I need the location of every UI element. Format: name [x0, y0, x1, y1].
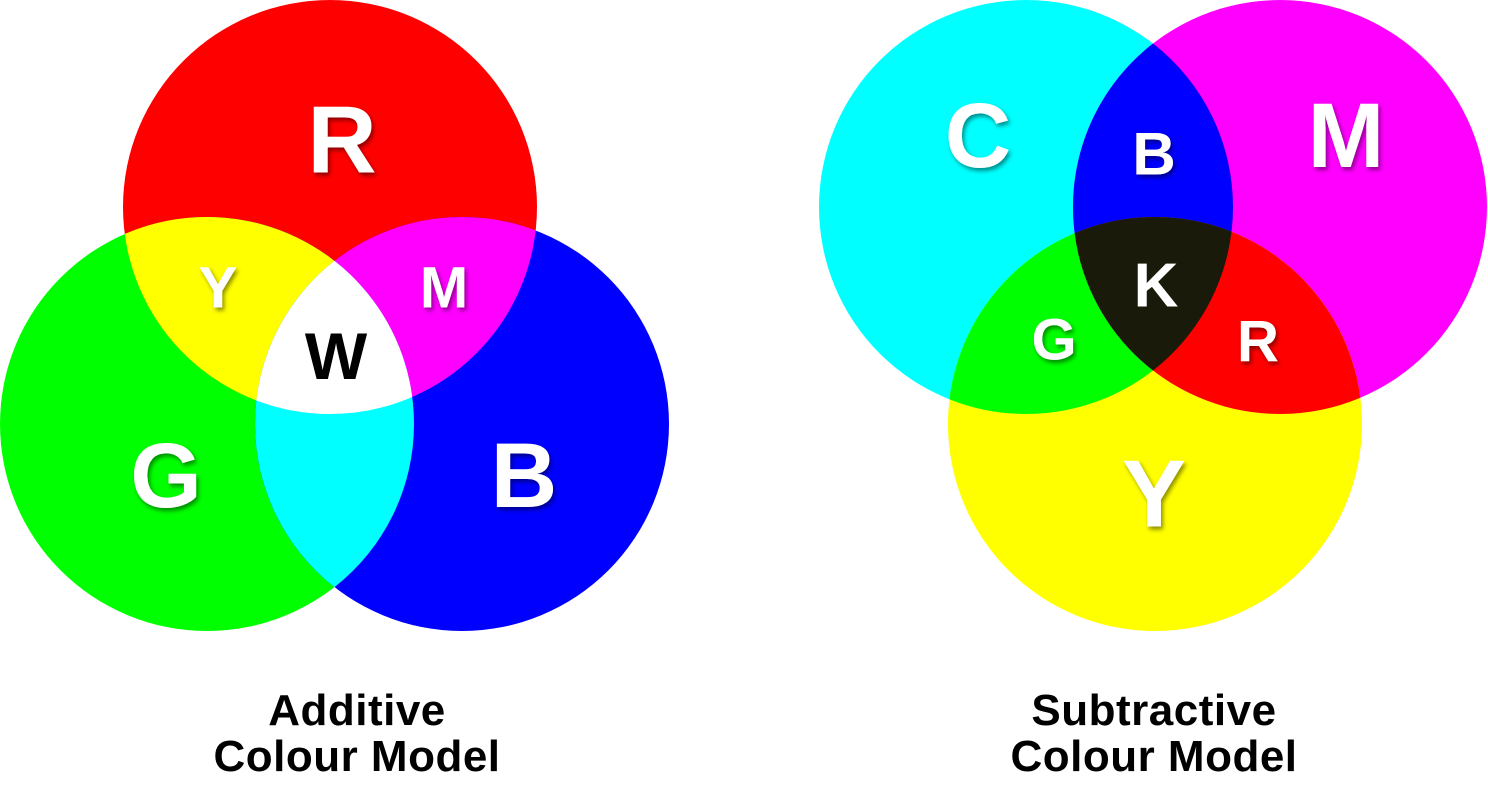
subtractive-label-blue: B — [1132, 121, 1175, 188]
additive-label-magenta: M — [420, 256, 468, 321]
subtractive-model: C M Y B G R K — [819, 0, 1487, 631]
additive-model: R G B Y M W — [0, 0, 669, 631]
additive-caption: Additive Colour Model — [107, 688, 607, 780]
additive-label-white: W — [305, 319, 368, 393]
additive-label-red: R — [307, 87, 376, 194]
additive-label-yellow: Y — [199, 256, 238, 321]
subtractive-caption-line2: Colour Model — [1010, 732, 1298, 781]
subtractive-label-cyan: C — [945, 85, 1011, 187]
subtractive-label-magenta: M — [1308, 85, 1385, 187]
additive-caption-line2: Colour Model — [213, 732, 501, 781]
additive-label-blue: B — [491, 425, 557, 527]
subtractive-caption: Subtractive Colour Model — [904, 688, 1404, 780]
additive-caption-line1: Additive — [268, 686, 446, 735]
subtractive-caption-line1: Subtractive — [1031, 686, 1277, 735]
subtractive-label-red: R — [1237, 310, 1279, 375]
subtractive-label-green: G — [1031, 308, 1076, 373]
subtractive-label-yellow: Y — [1122, 441, 1186, 548]
additive-label-green: G — [130, 425, 202, 527]
subtractive-label-black: K — [1134, 252, 1179, 321]
